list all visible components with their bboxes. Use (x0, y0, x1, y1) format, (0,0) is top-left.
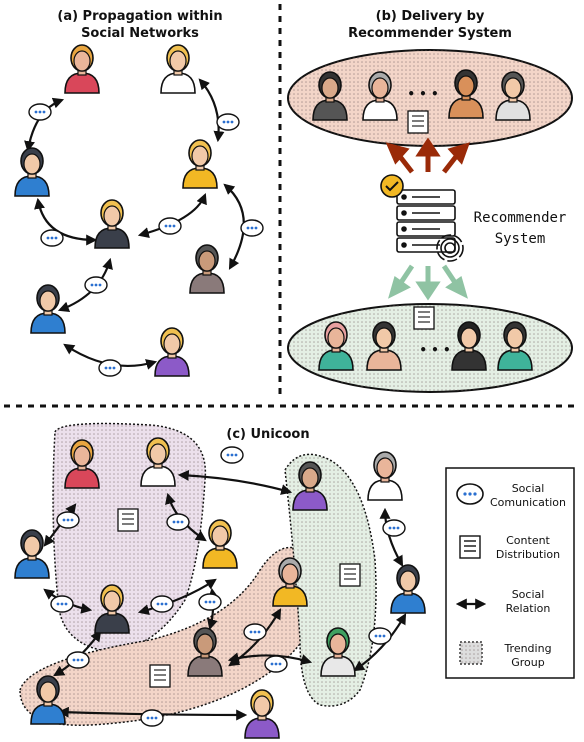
legend-content-2: Distribution (496, 548, 560, 561)
person-icon (189, 244, 225, 294)
person-icon (448, 69, 484, 119)
legend-relation-1: Social (512, 588, 545, 601)
chat-bubble-icon (264, 655, 288, 673)
panel-c-links (43, 469, 407, 721)
check-badge-icon (380, 174, 404, 198)
person-icon (94, 584, 130, 634)
person-icon (497, 321, 533, 371)
chat-bubble-icon (84, 276, 108, 294)
person-icon (182, 139, 218, 189)
person-icon (94, 199, 130, 249)
chat-bubble-icon (50, 595, 74, 613)
legend-group-1: Trending (503, 642, 551, 655)
chat-bubble-icon (243, 623, 267, 641)
newspaper-icon (339, 563, 361, 587)
chat-bubble-icon (382, 519, 406, 537)
legend-comm-2: Comunication (490, 496, 566, 509)
chat-bubble-icon (240, 219, 264, 237)
panel-a-title-1: (a) Propagation within (57, 9, 222, 24)
ellipsis-top: • • • (407, 87, 438, 101)
person-icon (30, 284, 66, 334)
chat-bubble-icon (220, 446, 244, 464)
bubbles-layer (28, 103, 406, 727)
person-icon (160, 44, 196, 94)
person-icon (154, 327, 190, 377)
chat-bubble-icon (368, 627, 392, 645)
server-icon (396, 189, 456, 253)
newspaper-icon (117, 508, 139, 532)
person-icon (318, 321, 354, 371)
person-icon (30, 675, 66, 725)
system-label-2: System (495, 231, 546, 247)
person-icon (362, 71, 398, 121)
chat-bubble-icon (198, 593, 222, 611)
person-icon (366, 321, 402, 371)
fingerprint-icon (436, 234, 464, 262)
person-icon (14, 529, 50, 579)
legend-group-2: Group (511, 656, 545, 669)
person-icon (244, 689, 280, 739)
person-icon (292, 461, 328, 511)
person-icon (367, 451, 403, 501)
newspaper-icon (149, 664, 171, 688)
legend-content-1: Content (506, 534, 550, 547)
panel-a-title-2: Social Networks (81, 26, 199, 41)
chat-bubble-icon (98, 359, 122, 377)
person-icon (272, 557, 308, 607)
chat-bubble-icon (216, 113, 240, 131)
ellipsis-bottom: • • • (419, 343, 450, 357)
person-icon (312, 71, 348, 121)
person-icon (64, 439, 100, 489)
chat-bubble-icon (150, 595, 174, 613)
person-icon (202, 519, 238, 569)
person-icon (64, 44, 100, 94)
chat-bubble-icon (56, 511, 80, 529)
person-icon (187, 627, 223, 677)
panel-c-title: (c) Unicoon (226, 427, 309, 442)
person-icon (140, 437, 176, 487)
papers-layer (117, 110, 435, 688)
chat-bubble-icon (140, 709, 164, 727)
legend-relation-2: Relation (506, 602, 551, 615)
chat-bubble-icon (28, 103, 52, 121)
chat-bubble-icon (66, 651, 90, 669)
panel-b-title-1: (b) Delivery by (376, 9, 485, 24)
chat-bubble-icon (166, 513, 190, 531)
persons-layer (14, 44, 533, 739)
down-arrows (388, 264, 468, 301)
legend-comm-1: Social (512, 482, 545, 495)
panel-b-title-2: Recommender System (348, 26, 512, 41)
legend-chat-bubble-icon (456, 483, 484, 505)
system-label-1: Recommender (474, 210, 567, 226)
legend-newspaper-icon (459, 535, 481, 559)
up-arrows (385, 137, 470, 174)
person-icon (14, 147, 50, 197)
chat-bubble-icon (40, 229, 64, 247)
person-icon (495, 71, 531, 121)
newspaper-icon (413, 306, 435, 330)
person-icon (390, 564, 426, 614)
newspaper-icon (407, 110, 429, 134)
person-icon (320, 627, 356, 677)
chat-bubble-icon (158, 217, 182, 235)
person-icon (451, 321, 487, 371)
